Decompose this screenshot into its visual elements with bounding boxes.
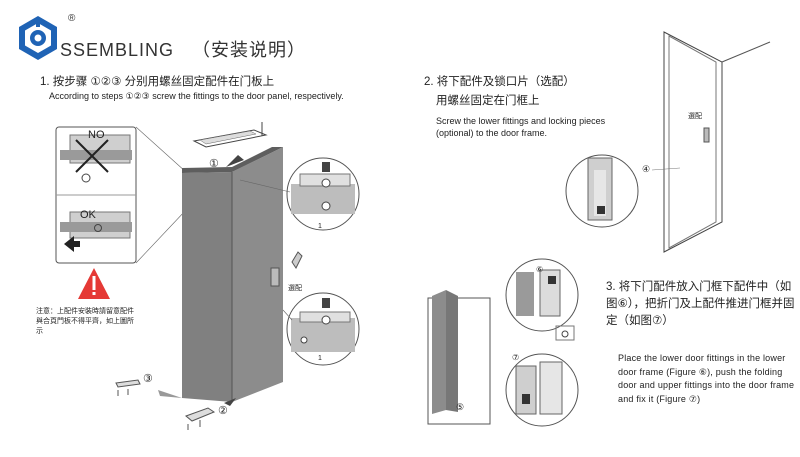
step2-en: Screw the lower fittings and locking pie… xyxy=(436,116,606,138)
step-marker-4: ④ xyxy=(642,164,650,174)
ok-label: OK xyxy=(80,209,97,221)
warning-note: 注意：上配件安裝時請留意配件與合頁門板不得平齊，如上圖所示 xyxy=(36,308,134,335)
dim-label-bottom: 1 xyxy=(318,355,322,362)
step1-en: According to steps ①②③ screw the fitting… xyxy=(49,91,344,101)
no-label: NO xyxy=(88,129,105,141)
optional-label-frame: 選配 xyxy=(688,111,702,120)
step-marker-6: ⑥ xyxy=(536,265,543,274)
dim-label-top: 1 xyxy=(318,223,322,230)
warning-icon xyxy=(78,268,110,299)
step-marker-3: ③ xyxy=(143,373,153,385)
folding-door-illustration xyxy=(182,147,283,402)
page-title: SSEMBLING （安装说明） xyxy=(60,36,306,62)
step2-cn: 2. 将下配件及锁口片（选配） xyxy=(424,76,575,88)
step1-cn: 1. 按步骤 ①②③ 分别用螺丝固定配件在门板上 xyxy=(40,76,275,88)
step-marker-1: ① xyxy=(209,158,219,170)
title-cn: （安装说明） xyxy=(192,40,307,60)
optional-label: 選配 xyxy=(288,283,302,292)
bottom-fitting-3 xyxy=(115,379,141,396)
registered-mark: ® xyxy=(68,13,76,24)
step-marker-5: ⑤ xyxy=(456,402,464,412)
bottom-fitting-2 xyxy=(185,407,216,430)
step-marker-7: ⑦ xyxy=(512,353,519,362)
top-fitting xyxy=(192,122,268,148)
step-marker-2: ② xyxy=(218,405,228,417)
brand-logo xyxy=(19,16,57,60)
door-frame-illustration xyxy=(663,31,771,253)
step3-en: Place the lower door fittings in the low… xyxy=(618,353,795,404)
title-en: SSEMBLING xyxy=(60,40,175,60)
step3-cn: 3. 将下门配件放入门框下配件中（如图⑥），把折门及上配件推进门框并固定（如图⑦… xyxy=(606,281,795,327)
frame-with-door xyxy=(427,290,491,425)
step2-cn-line2: 用螺丝固定在门框上 xyxy=(436,95,540,107)
